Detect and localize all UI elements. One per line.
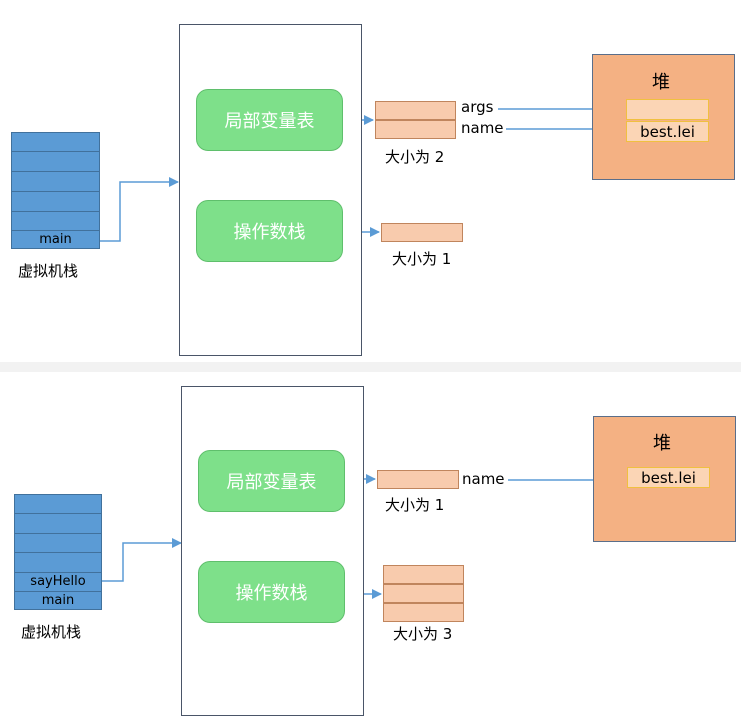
heap-slot-string: best.lei	[627, 467, 710, 488]
local-variable-table: 局部变量表	[198, 450, 345, 512]
arrow-stack-to-frame	[102, 538, 182, 582]
operand-size-label: 大小为 1	[392, 250, 452, 268]
local-slot-name	[375, 120, 456, 139]
heap-slot-string: best.lei	[626, 121, 709, 142]
vm-stack-label: 虚拟机栈	[21, 623, 82, 641]
var-label-args: args	[461, 98, 494, 116]
arrow-stack-to-frame	[100, 177, 179, 242]
heap-title: 堆	[653, 433, 671, 454]
operand-stack: 操作数栈	[198, 561, 345, 623]
stack-slot-empty	[12, 211, 99, 231]
panel-sayhello-call: sayHello main 虚拟机栈 局部变量表 操作数栈 大小为 1 name…	[0, 372, 741, 720]
stack-slot-empty	[12, 191, 99, 211]
operand-slot	[383, 603, 464, 622]
operand-slot	[381, 223, 463, 242]
operand-stack: 操作数栈	[196, 200, 343, 262]
stack-slot-empty	[15, 513, 101, 533]
stack-slot-empty	[15, 533, 101, 553]
var-label-name: name	[461, 119, 504, 137]
vm-stack: sayHello main	[14, 494, 102, 610]
stack-slot-empty	[15, 552, 101, 572]
local-variable-table: 局部变量表	[196, 89, 343, 151]
var-label-name: name	[462, 470, 505, 488]
stack-frame-main: main	[12, 230, 99, 250]
stack-frame-main: main	[15, 591, 101, 611]
stack-slot-empty	[12, 171, 99, 191]
operand-slot	[383, 565, 464, 584]
operand-slot	[383, 584, 464, 603]
local-slot-name	[377, 470, 459, 489]
local-size-label: 大小为 2	[385, 148, 445, 166]
panel-main-call: main 虚拟机栈 局部变量表 操作数栈 大小为 2 args name 大小为…	[11, 24, 735, 356]
stack-frame-box	[181, 386, 364, 716]
stack-frame-box	[179, 24, 362, 356]
stack-frame-sayhello: sayHello	[15, 572, 101, 592]
operand-size-label: 大小为 3	[393, 625, 453, 643]
heap-title: 堆	[652, 72, 670, 93]
vm-stack: main	[11, 132, 100, 249]
panel-divider	[0, 362, 741, 372]
stack-slot-empty	[12, 151, 99, 171]
heap-slot-args-array	[626, 99, 709, 120]
local-size-label: 大小为 1	[385, 496, 445, 514]
local-slot-args	[375, 101, 456, 120]
vm-stack-label: 虚拟机栈	[18, 262, 79, 280]
